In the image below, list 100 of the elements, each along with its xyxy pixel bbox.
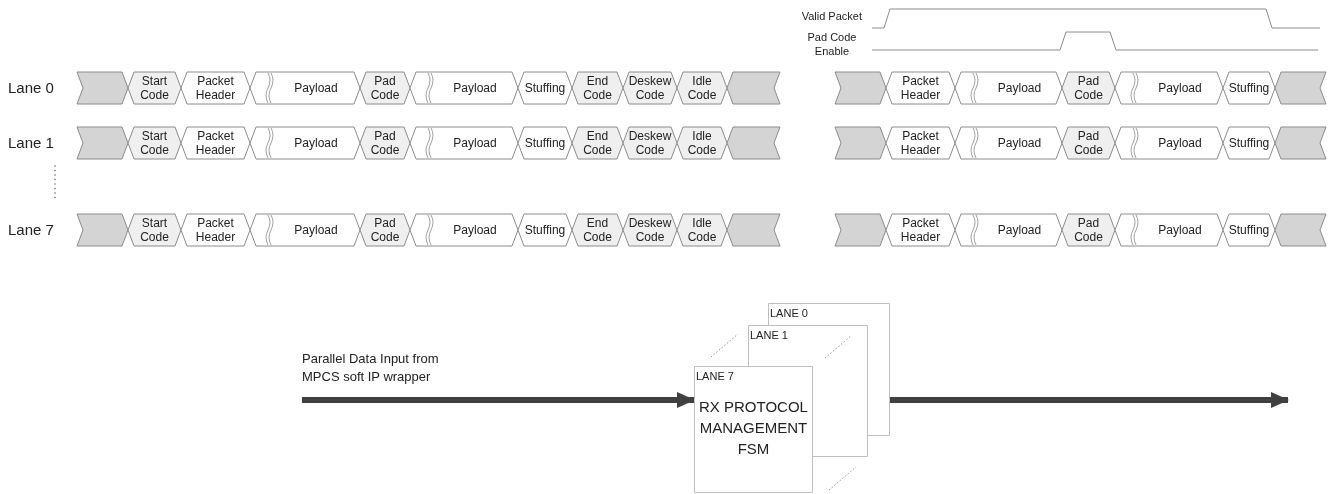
arrow — [890, 392, 1289, 408]
segment-label: Pad Code — [1073, 216, 1104, 244]
fsm-label: RX PROTOCOL MANAGEMENT FSM — [698, 397, 809, 459]
segment-label: Payload — [294, 136, 338, 150]
bus-segment — [886, 72, 955, 104]
segment-label: Pad Code — [1073, 129, 1104, 157]
segment-label: Packet Header — [194, 74, 237, 102]
idle-segment — [835, 127, 886, 159]
lane-title: LANE 7 — [696, 369, 734, 383]
payload-segment — [250, 127, 360, 159]
segment-label: End Code — [582, 74, 613, 102]
bus-segment — [181, 214, 250, 246]
segment-label: Stuffing — [524, 136, 566, 150]
payload-segment — [955, 127, 1062, 159]
fsm-box — [694, 366, 813, 493]
segment-label: Pad Code — [1073, 74, 1104, 102]
idle-segment — [1275, 214, 1326, 246]
idle-segment — [727, 214, 780, 246]
bus-segment — [128, 214, 181, 246]
bus-segment — [128, 127, 181, 159]
bus-segment — [1062, 72, 1115, 104]
payload-segment — [1115, 72, 1223, 104]
idle-segment — [1275, 127, 1326, 159]
idle-segment — [835, 72, 886, 104]
segment-label: Packet Header — [899, 74, 942, 102]
segment-label: Payload — [997, 223, 1042, 237]
bus-segment — [1062, 127, 1115, 159]
bus-segment — [1223, 127, 1275, 159]
segment-label: Packet Header — [194, 216, 237, 244]
segment-label: Stuffing — [524, 223, 566, 237]
idle-segment — [727, 72, 780, 104]
segment-label: Payload — [1158, 81, 1202, 95]
payload-segment — [410, 72, 518, 104]
lane-label: Lane 7 — [8, 221, 54, 239]
lane-label: Lane 0 — [8, 79, 54, 97]
segment-label: Payload — [997, 81, 1042, 95]
bus-segment — [518, 72, 572, 104]
bus-segment — [886, 214, 955, 246]
lane-label: Lane 1 — [8, 134, 54, 152]
idle-segment — [77, 127, 128, 159]
segment-label: Pad Code — [369, 129, 401, 157]
bus-segment — [1223, 214, 1275, 246]
signal-name: Valid Packet — [801, 9, 862, 23]
segment-label: Deskew Code — [627, 74, 673, 102]
bus-segment — [128, 72, 181, 104]
bus-segment — [1062, 214, 1115, 246]
bus-segment — [677, 214, 727, 246]
bus-segment — [677, 127, 727, 159]
bus-segment — [360, 72, 410, 104]
segment-label: Idle Code — [686, 216, 718, 244]
idle-segment — [727, 127, 780, 159]
segment-label: Packet Header — [194, 129, 237, 157]
signal-name: Pad Code Enable — [806, 30, 858, 58]
segment-label: End Code — [582, 129, 613, 157]
segment-label: Stuffing — [524, 81, 566, 95]
payload-segment — [955, 72, 1062, 104]
segment-label: Packet Header — [899, 129, 942, 157]
idle-segment — [835, 214, 886, 246]
segment-label: Payload — [294, 81, 338, 95]
segment-label: Packet Header — [899, 216, 942, 244]
payload-segment — [955, 214, 1062, 246]
segment-label: Payload — [1158, 223, 1202, 237]
segment-label: Payload — [453, 81, 497, 95]
bus-segment — [1223, 72, 1275, 104]
bus-segment — [181, 72, 250, 104]
idle-segment — [77, 214, 128, 246]
segment-label: Start Code — [139, 74, 170, 102]
payload-segment — [410, 214, 518, 246]
payload-segment — [250, 214, 360, 246]
segment-label: End Code — [582, 216, 613, 244]
segment-label: Payload — [453, 136, 497, 150]
bus-segment — [677, 72, 727, 104]
segment-label: Deskew Code — [627, 216, 673, 244]
payload-segment — [1115, 127, 1223, 159]
segment-label: Payload — [294, 223, 338, 237]
segment-label: Start Code — [139, 216, 170, 244]
segment-label: Payload — [1158, 136, 1202, 150]
segment-label: Stuffing — [1228, 223, 1270, 237]
arrow — [302, 392, 695, 408]
segment-label: Idle Code — [686, 74, 718, 102]
bus-segment — [518, 127, 572, 159]
bus-segment — [572, 72, 623, 104]
segment-label: Payload — [453, 223, 497, 237]
bus-segment — [181, 127, 250, 159]
segment-label: Pad Code — [369, 216, 401, 244]
bus-segment — [572, 214, 623, 246]
lane-title: LANE 1 — [750, 328, 788, 342]
segment-label: Idle Code — [686, 129, 718, 157]
bus-segment — [572, 127, 623, 159]
payload-segment — [1115, 214, 1223, 246]
segment-label: Start Code — [139, 129, 170, 157]
segment-label: Pad Code — [369, 74, 401, 102]
segment-label: Stuffing — [1228, 81, 1270, 95]
bus-segment — [518, 214, 572, 246]
idle-segment — [1275, 72, 1326, 104]
bus-segment — [886, 127, 955, 159]
segment-label: Deskew Code — [627, 129, 673, 157]
payload-segment — [410, 127, 518, 159]
payload-segment — [250, 72, 360, 104]
bus-segment — [360, 127, 410, 159]
